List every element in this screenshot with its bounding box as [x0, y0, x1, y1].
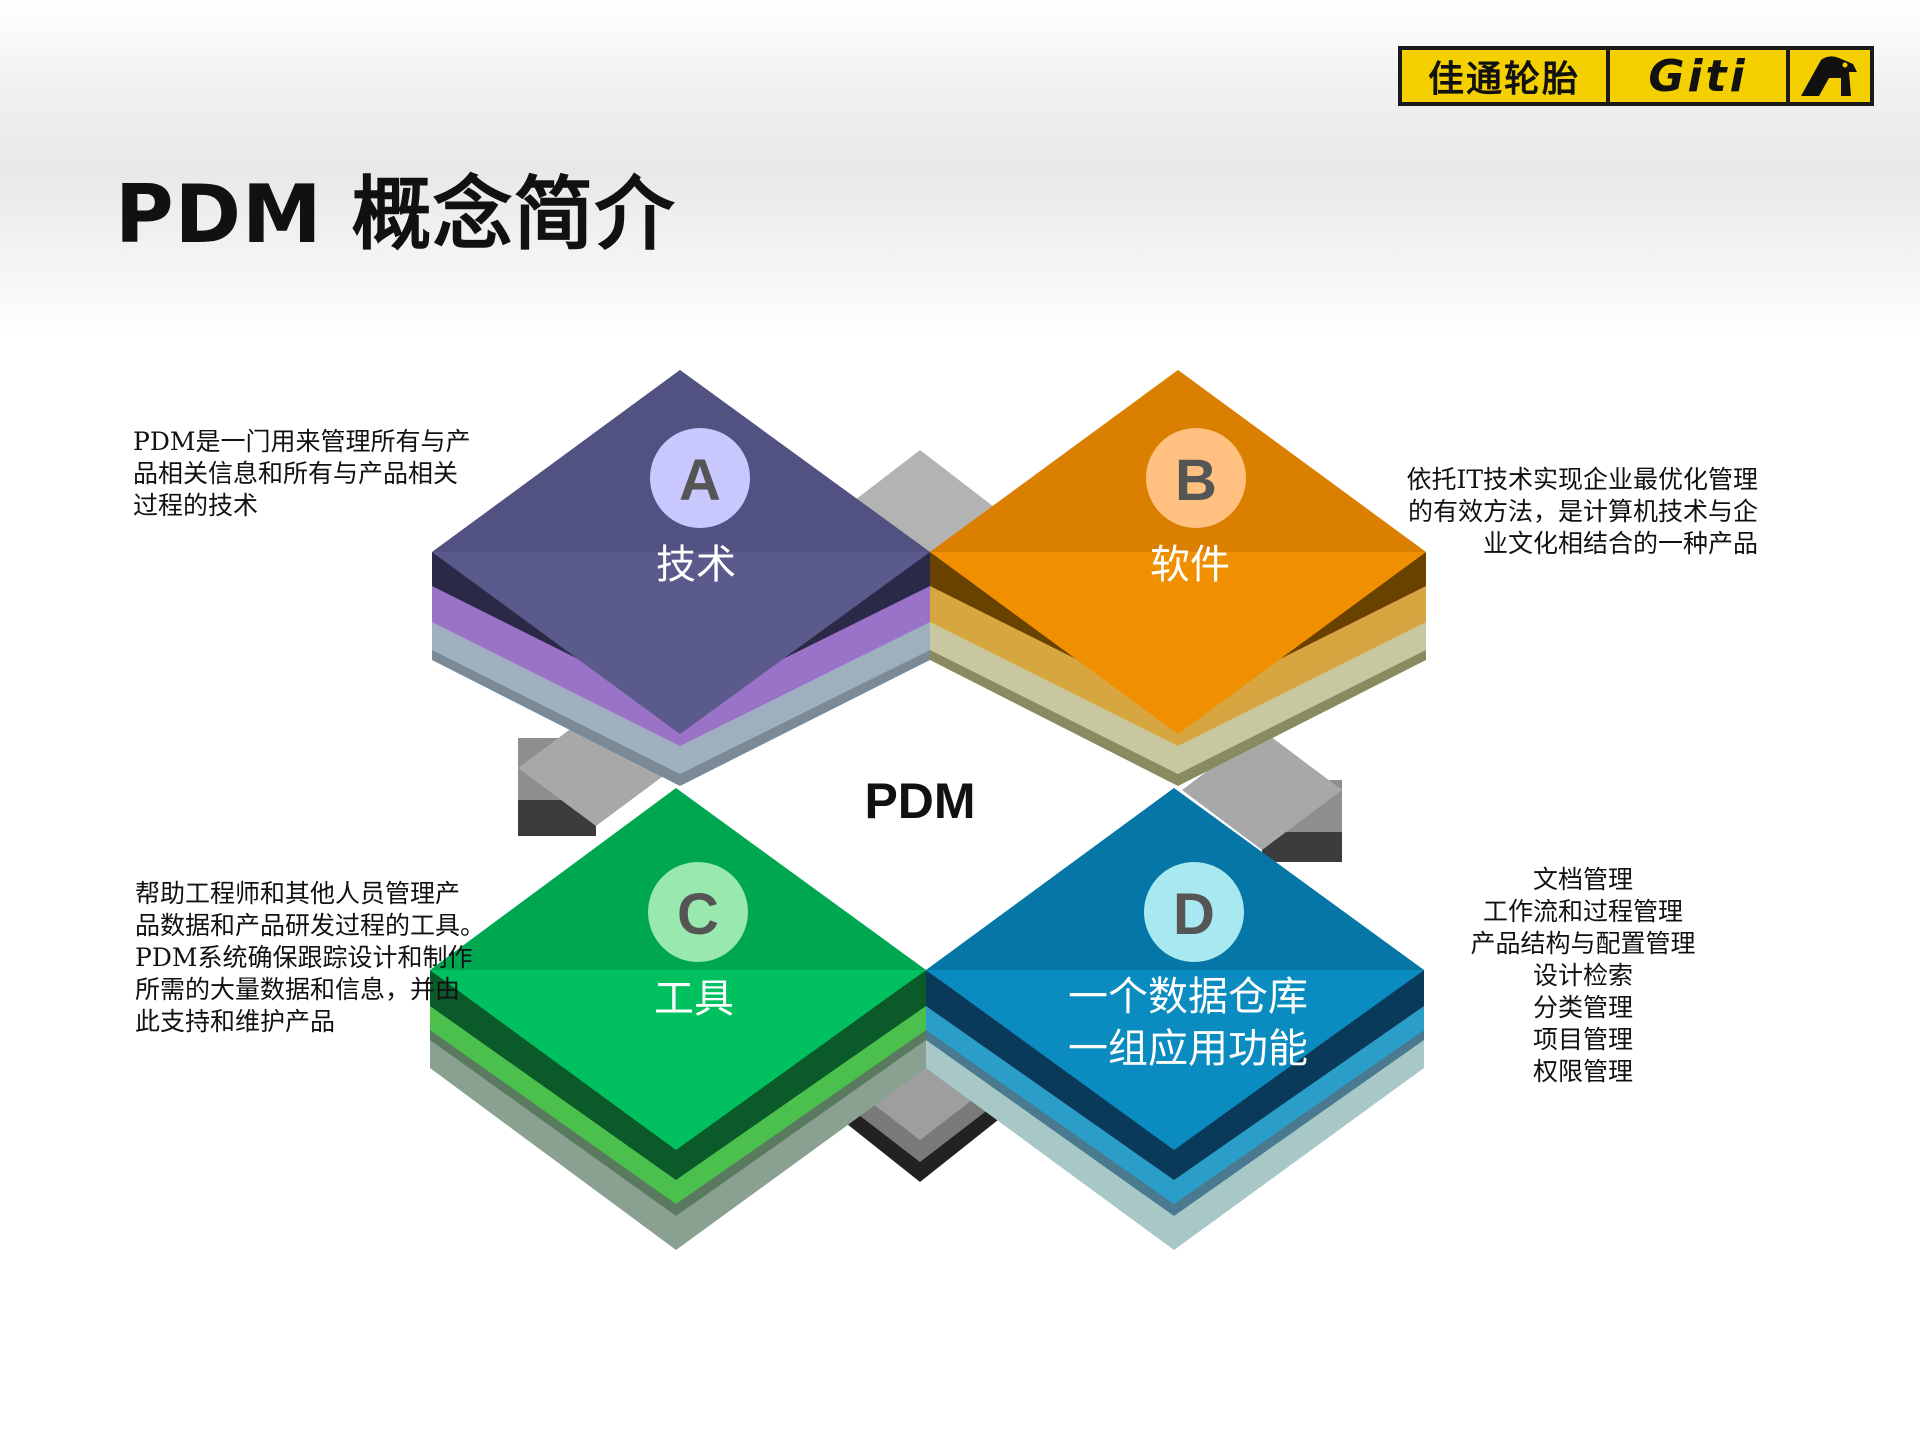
- tile-a-label: 技术: [656, 542, 736, 588]
- tile-c-badge: [648, 862, 748, 962]
- tile-a: A 技术: [432, 370, 930, 786]
- giti-logo: 佳通轮胎 Giti: [1398, 46, 1874, 106]
- tile-d-label-line1: 一个数据仓库: [1068, 974, 1308, 1020]
- logo-english-text: Giti: [1610, 50, 1786, 102]
- tile-a-letter: A: [679, 448, 721, 513]
- tile-d-label-line2: 一组应用功能: [1068, 1026, 1308, 1072]
- center-pdm-label: PDM: [864, 773, 975, 829]
- description-b: 依托IT技术实现企业最优化管理 的有效方法，是计算机技术与企 业文化相结合的一种…: [1406, 465, 1758, 558]
- tile-b-label: 软件: [1150, 542, 1230, 588]
- tile-b-letter: B: [1175, 448, 1217, 513]
- tile-d-letter: D: [1173, 882, 1215, 947]
- tile-d: D 一个数据仓库 一组应用功能: [926, 788, 1424, 1250]
- tile-b: B 软件: [930, 370, 1426, 786]
- tile-d-badge: [1144, 862, 1244, 962]
- tile-a-badge: [650, 428, 750, 528]
- tile-c: C 工具: [430, 788, 926, 1250]
- tile-c-label: 工具: [654, 976, 734, 1022]
- tile-c-letter: C: [677, 882, 719, 947]
- description-d: 文档管理 工作流和过程管理 产品结构与配置管理 设计检索 分类管理 项目管理 权…: [1470, 865, 1696, 1086]
- page-title: PDM 概念简介: [115, 168, 676, 261]
- tile-b-badge: [1146, 428, 1246, 528]
- description-a: PDM是一门用来管理所有与产 品相关信息和所有与产品相关 过程的技术: [133, 427, 471, 520]
- logo-horse-icon: [1790, 50, 1870, 102]
- description-c: 帮助工程师和其他人员管理产 品数据和产品研发过程的工具。 PDM系统确保跟踪设计…: [135, 879, 486, 1036]
- logo-chinese-text: 佳通轮胎: [1402, 50, 1606, 102]
